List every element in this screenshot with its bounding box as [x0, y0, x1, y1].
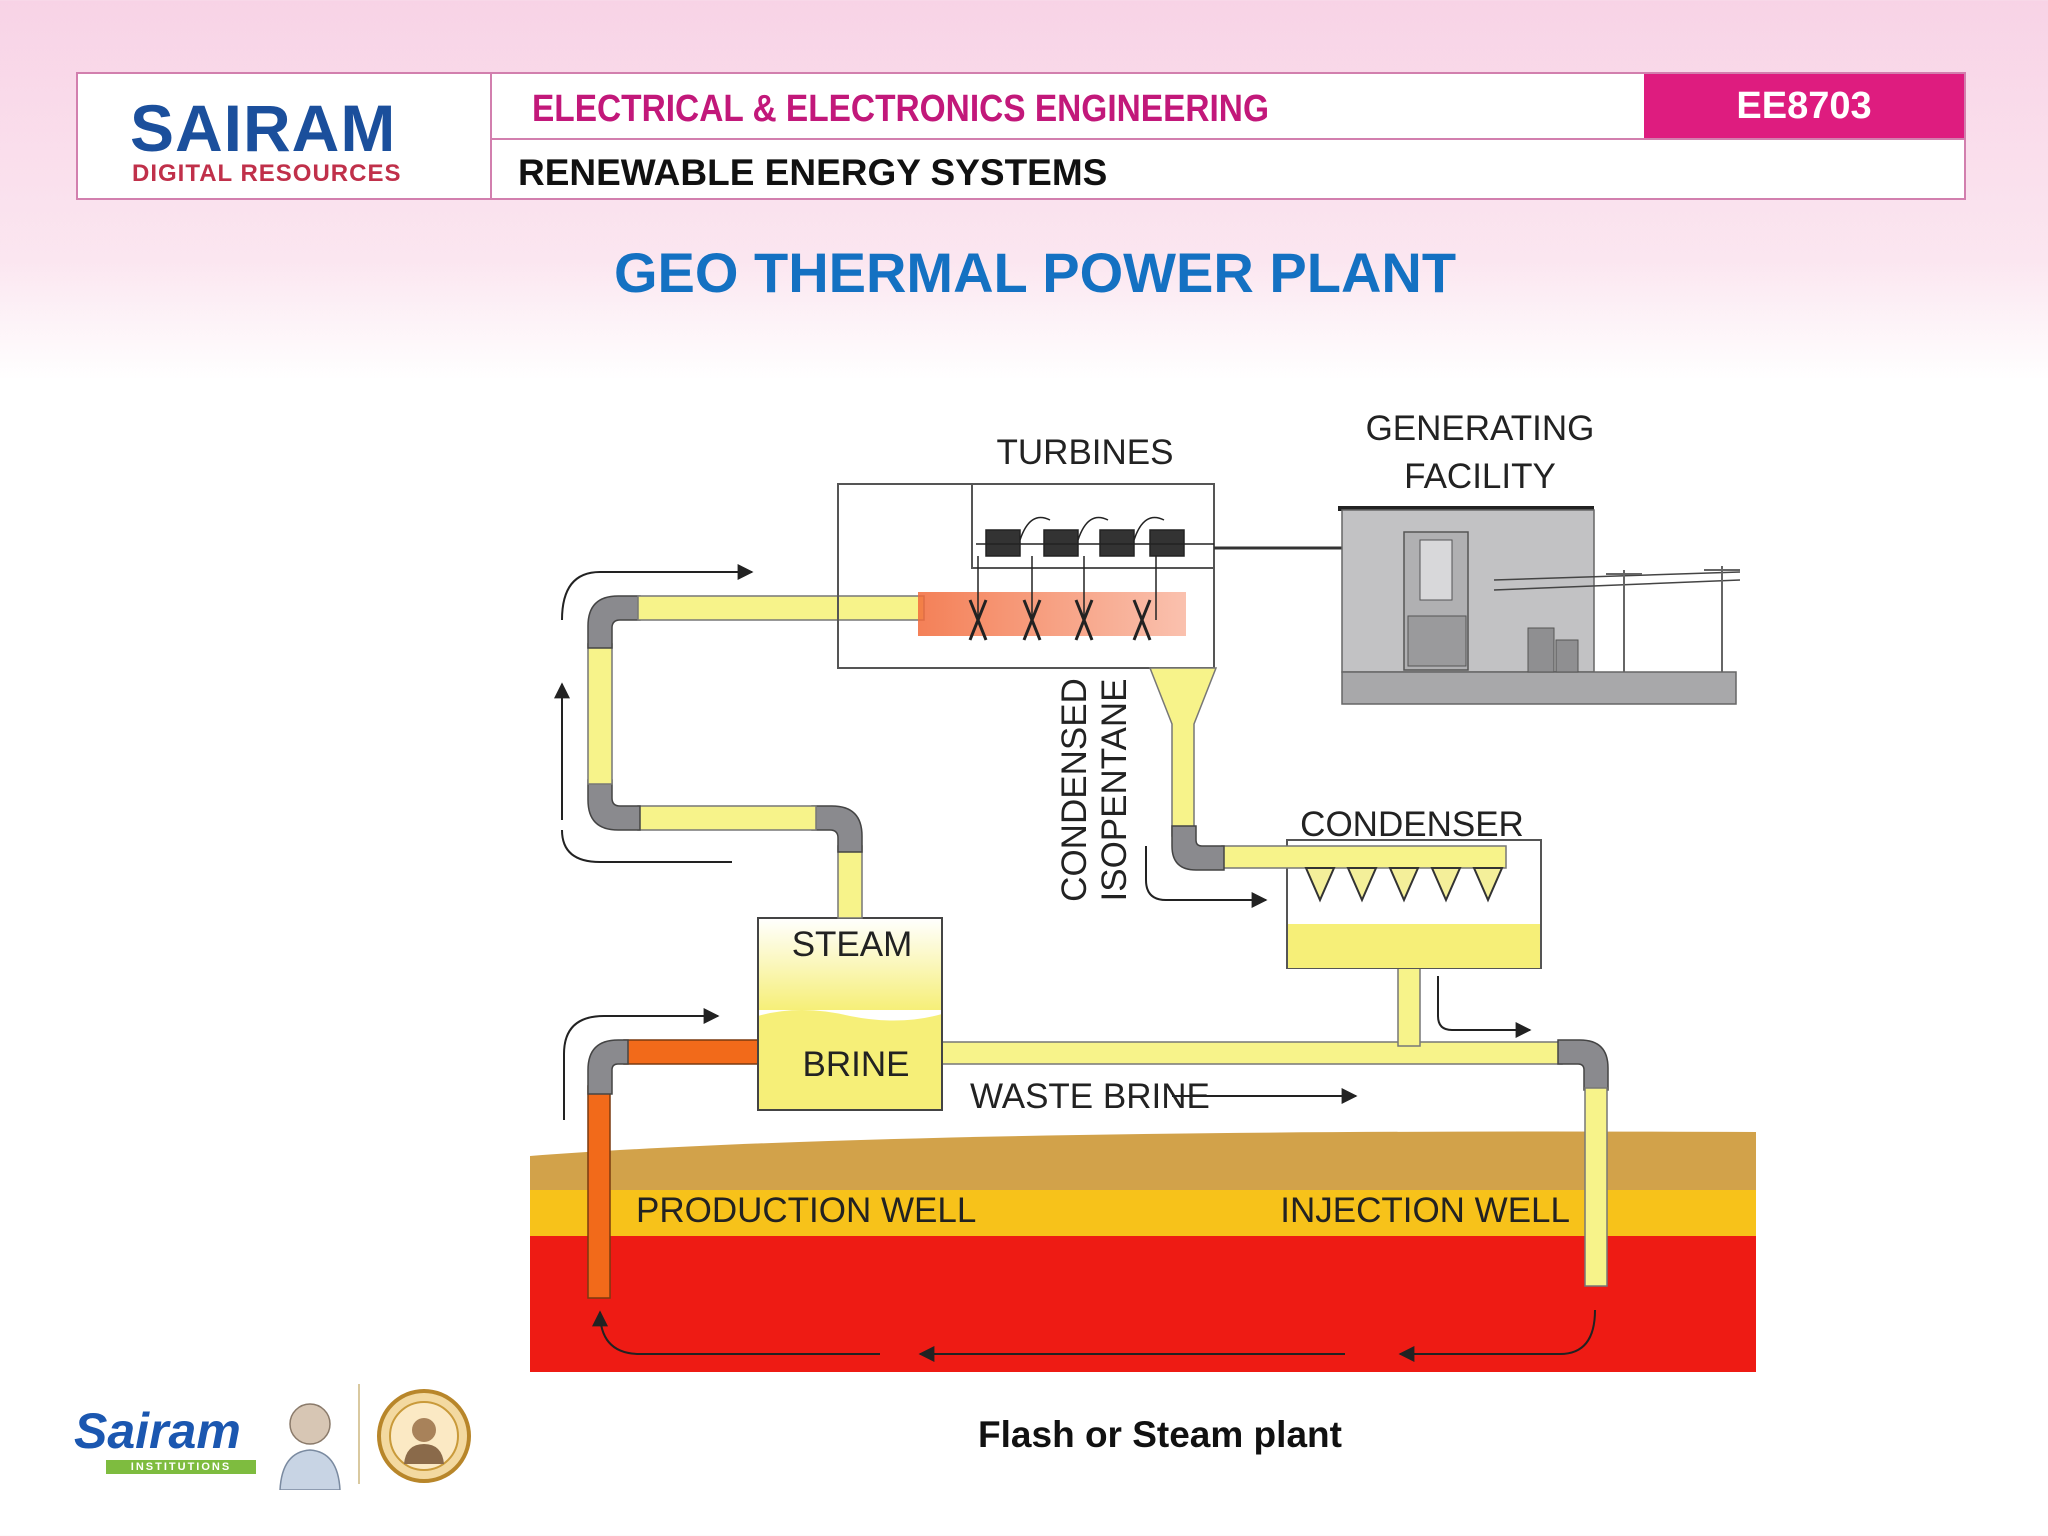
footer-band-text: INSTITUTIONS — [106, 1460, 256, 1474]
slide-header: SAIRAM DIGITAL RESOURCES ELECTRICAL & EL… — [76, 72, 1966, 200]
slide-title: GEO THERMAL POWER PLANT — [613, 241, 1457, 304]
sairam-institutions-logo: Sairam INSTITUTIONS — [70, 1382, 370, 1492]
label-production-well: PRODUCTION WELL — [636, 1191, 976, 1230]
condenser-inlet-elbow — [1171, 825, 1225, 871]
founder-portrait-icon — [279, 1403, 341, 1490]
condenser — [1221, 839, 1542, 969]
ground-hot-rock — [530, 1236, 1756, 1372]
label-generating-line1: GENERATING — [1366, 409, 1595, 448]
steam-top-elbow — [811, 805, 863, 853]
logo-main-text: SAIRAM — [130, 91, 397, 165]
injection-elbow — [1557, 1039, 1609, 1091]
turbine-rotors — [968, 516, 1214, 641]
geothermal-plant-diagram: TURBINES GENERATING FACILITY CONDENSER S… — [530, 409, 1756, 1372]
label-generating-line2: FACILITY — [1404, 457, 1556, 496]
steam-jet — [918, 592, 1186, 636]
steam-left-lower-elbow — [587, 779, 641, 831]
flow-arrow-top — [561, 564, 754, 621]
ground-aquifer — [530, 1190, 1756, 1238]
slide-caption: Flash or Steam plant — [978, 1414, 1342, 1455]
steam-left-upper-elbow — [587, 595, 641, 649]
flow-arrow-mid — [561, 829, 732, 863]
turbine-housing — [837, 483, 1215, 669]
course-code-badge: EE8703 — [1644, 74, 1964, 138]
steam-riser-pipe — [837, 845, 863, 919]
turbine-inner-box — [971, 483, 1215, 569]
production-well-pipe — [587, 1085, 611, 1299]
flow-arrow-condenser-out — [1437, 976, 1532, 1038]
generating-facility — [1338, 506, 1741, 705]
turbine-exhaust-funnel — [1148, 667, 1218, 837]
label-isopentane: ISOPENTANE — [1095, 678, 1134, 901]
condenser-drain-pipe — [1397, 967, 1421, 1047]
label-condenser: CONDENSER — [1300, 805, 1524, 844]
label-brine: BRINE — [803, 1045, 910, 1084]
flow-arrow-isopentane — [1145, 846, 1268, 908]
separator-tank — [757, 917, 943, 1111]
department-title: ELECTRICAL & ELECTRONICS ENGINEERING — [532, 88, 1269, 130]
steam-horizontal-pipe-low — [637, 805, 817, 831]
underground-flow-arrow-1 — [1398, 1309, 1596, 1362]
ground-surface — [530, 1131, 1756, 1192]
production-elbow — [587, 1039, 629, 1095]
steam-vertical-pipe — [587, 643, 613, 785]
label-condensed: CONDENSED — [1055, 678, 1094, 902]
label-steam: STEAM — [792, 925, 913, 964]
label-waste-brine: WASTE BRINE — [970, 1077, 1210, 1116]
underground-flow-arrow-3 — [592, 1310, 880, 1355]
label-injection-well: INJECTION WELL — [1280, 1191, 1570, 1230]
sairam-logo: SAIRAM DIGITAL RESOURCES — [78, 74, 492, 198]
subject-title: RENEWABLE ENERGY SYSTEMS — [518, 152, 1108, 193]
label-turbines: TURBINES — [997, 433, 1174, 472]
brine-feed-pipe — [623, 1039, 759, 1065]
injection-well-pipe — [1584, 1087, 1608, 1287]
footer-brand-text: Sairam — [74, 1403, 241, 1459]
header-divider — [492, 138, 1964, 140]
institution-seal-icon — [377, 1389, 471, 1483]
steam-horizontal-pipe-top — [637, 595, 925, 621]
footer-divider — [358, 1384, 360, 1484]
flow-arrow-production — [563, 1008, 720, 1120]
ground-layers — [530, 1131, 1756, 1372]
logo-sub-text: DIGITAL RESOURCES — [132, 160, 402, 187]
waste-brine-pipe — [941, 1041, 1563, 1065]
